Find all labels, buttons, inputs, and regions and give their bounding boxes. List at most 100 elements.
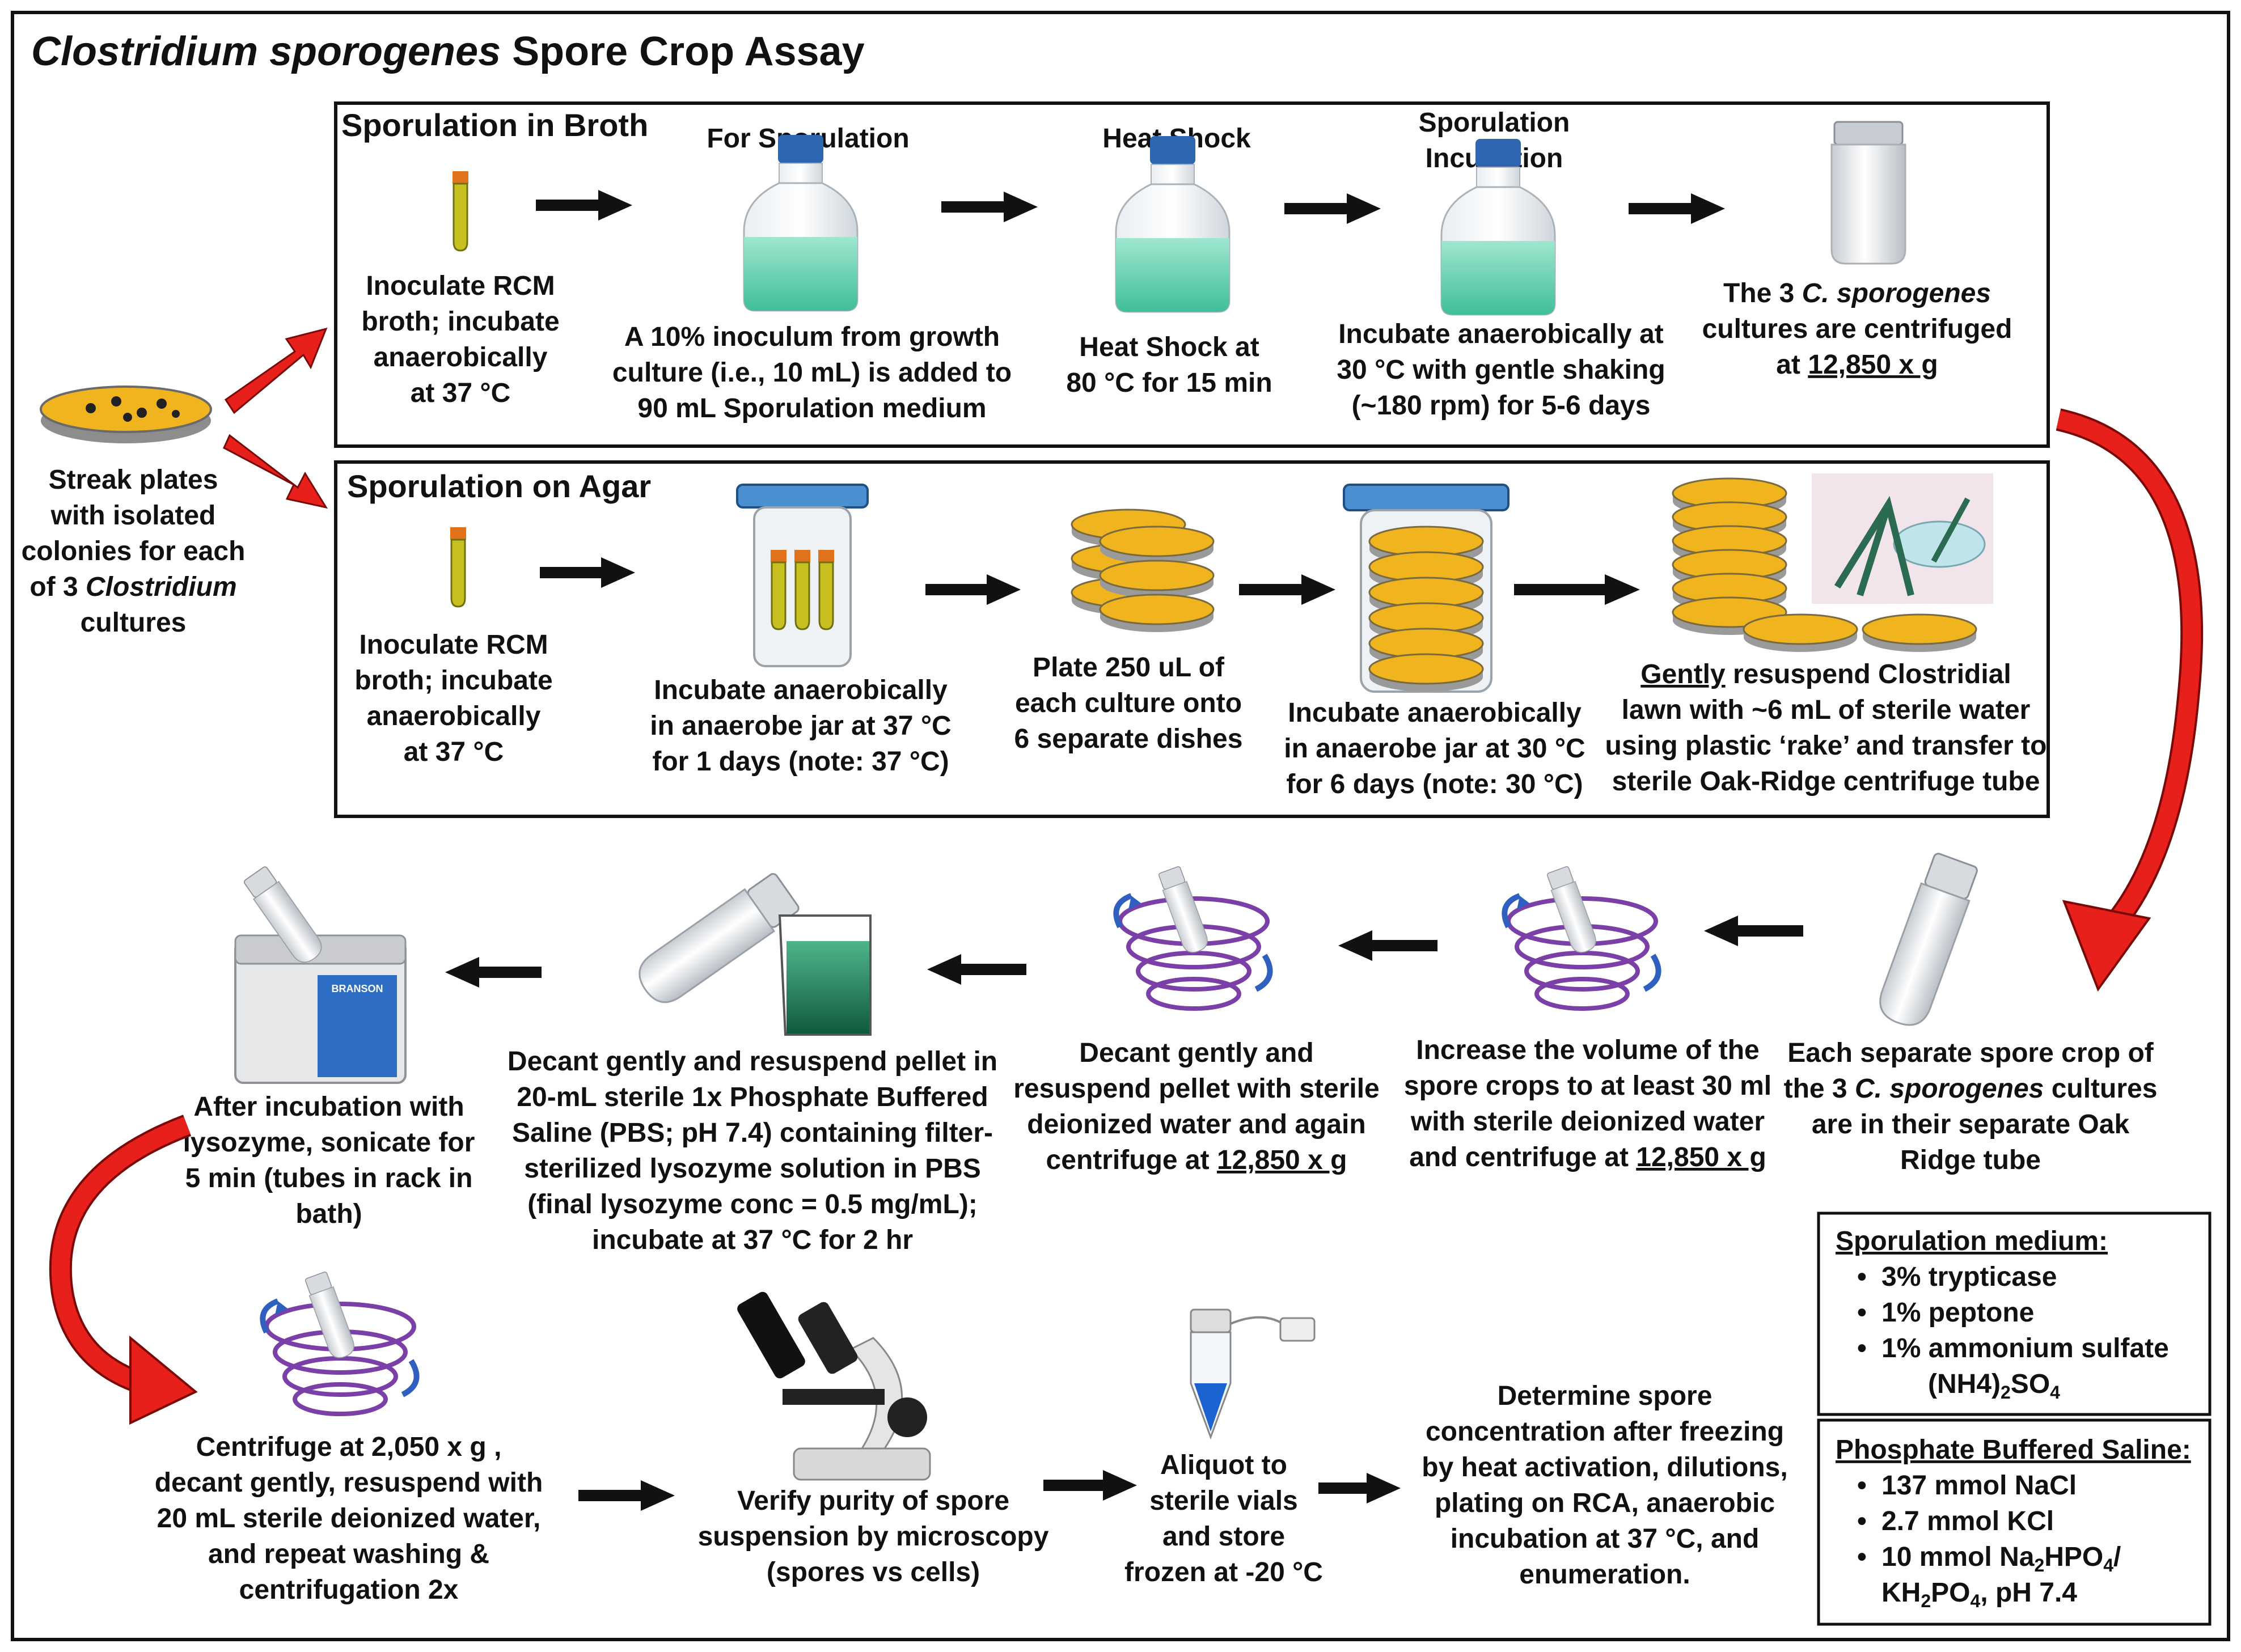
svg-text:in anaerobe jar at 30 °C: in anaerobe jar at 30 °C	[1284, 734, 1585, 764]
svg-text:80 °C for 15 min: 80 °C for 15 min	[1066, 368, 1272, 398]
arrow-head	[927, 954, 961, 985]
broth-step5-text: The 3 C. sporogenes cultures are centrif…	[1702, 278, 2012, 380]
arrow-head	[1605, 574, 1640, 605]
svg-text:incubate at 37 °C for 2 hr: incubate at 37 °C for 2 hr	[592, 1225, 913, 1255]
svg-text:bath): bath)	[295, 1199, 362, 1229]
svg-text:concentration after freezing: concentration after freezing	[1426, 1417, 1784, 1447]
broth-heading: Sporulation in Broth	[341, 107, 648, 143]
sporulation-medium-box	[1817, 1212, 2212, 1416]
microscope-icon	[737, 1291, 931, 1481]
svg-text:each culture onto: each culture onto	[1015, 688, 1242, 718]
svg-text:frozen at -20 °C: frozen at -20 °C	[1124, 1557, 1323, 1587]
svg-text:enumeration.: enumeration.	[1519, 1560, 1690, 1590]
svg-text:decant gently, resuspend with: decant gently, resuspend with	[155, 1468, 543, 1498]
centrifuge-bottle-icon	[1830, 121, 1906, 265]
svg-text:KH2PO4, pH 7.4: KH2PO4, pH 7.4	[1881, 1578, 2077, 1611]
svg-text:(spores vs cells): (spores vs cells)	[767, 1557, 980, 1587]
svg-text:Inoculate RCM: Inoculate RCM	[359, 630, 548, 660]
svg-text:sterilized lysozyme solution i: sterilized lysozyme solution in PBS	[524, 1154, 981, 1184]
svg-text:Incubate anaerobically at: Incubate anaerobically at	[1338, 319, 1664, 349]
red-curved-arrow-right	[2056, 408, 2204, 992]
plastic-rake-icon	[1812, 473, 1993, 604]
broth-step3-text: Heat Shock at 80 °C for 15 min	[1066, 332, 1272, 398]
svg-text:137 mmol NaCl: 137 mmol NaCl	[1881, 1471, 2077, 1501]
increase-volume-text: Increase the volume of the spore crops t…	[1404, 1035, 1771, 1172]
svg-text:Increase the volume of the: Increase the volume of the	[1416, 1035, 1760, 1065]
test-tube-icon	[449, 526, 467, 608]
svg-text:After incubation with: After incubation with	[193, 1092, 464, 1122]
broth-step4-text: Incubate anaerobically at 30 °C with gen…	[1337, 319, 1665, 421]
svg-text:5 min (tubes in rack in: 5 min (tubes in rack in	[185, 1163, 473, 1193]
svg-text:lawn with ~6 mL of sterile wat: lawn with ~6 mL of sterile water	[1622, 695, 2031, 725]
streak-plate	[40, 386, 212, 443]
anaerobe-jar-dishes-icon	[1343, 484, 1509, 693]
svg-text:Incubate anaerobically: Incubate anaerobically	[654, 675, 948, 705]
pbs-list: Phosphate Buffered Saline: •137 mmol NaC…	[1836, 1435, 2191, 1611]
svg-text:(NH4)2SO4: (NH4)2SO4	[1928, 1369, 2060, 1403]
svg-text:Each separate spore crop of: Each separate spore crop of	[1787, 1038, 2154, 1068]
svg-text:(~180 rpm) for 5-6 days: (~180 rpm) for 5-6 days	[1352, 391, 1651, 421]
centrifuge-wash-text: Centrifuge at 2,050 x g , decant gently,…	[155, 1432, 543, 1605]
svg-text:20 mL sterile deionized water,: 20 mL sterile deionized water,	[157, 1503, 541, 1534]
oak-ridge-text: Each separate spore crop of the 3 C. spo…	[1784, 1038, 2158, 1175]
svg-text:3% trypticase: 3% trypticase	[1881, 1262, 2057, 1292]
svg-text:spore crops to at least 30 ml: spore crops to at least 30 ml	[1404, 1071, 1771, 1101]
svg-text:Saline (PBS; pH 7.4) containin: Saline (PBS; pH 7.4) containing filter-	[512, 1118, 993, 1148]
svg-text:Heat Shock at: Heat Shock at	[1079, 332, 1259, 362]
arrow-head	[641, 1480, 675, 1511]
svg-text:sterile Oak-Ridge centrifuge t: sterile Oak-Ridge centrifuge tube	[1612, 766, 2040, 797]
svg-text:Aliquot to: Aliquot to	[1160, 1450, 1287, 1480]
sonicate-text: After incubation with lysozyme, sonicate…	[183, 1092, 475, 1229]
arrow-head	[987, 574, 1021, 605]
svg-text:at 37 °C: at 37 °C	[411, 378, 511, 408]
svg-text:•: •	[1857, 1471, 1867, 1501]
oak-ridge-tube-icon	[1872, 850, 1982, 1032]
svg-text:deionized water and again: deionized water and again	[1027, 1109, 1365, 1140]
red-curved-arrow-left	[49, 1115, 198, 1425]
svg-text:30 °C with gentle shaking: 30 °C with gentle shaking	[1337, 355, 1665, 385]
svg-text:cultures are centrifuged: cultures are centrifuged	[1702, 314, 2012, 344]
broth-step1-text: Inoculate RCM broth; incubate anaerobica…	[361, 271, 559, 408]
svg-text:anaerobically: anaerobically	[374, 342, 548, 372]
svg-text:A 10% inoculum from growth: A 10% inoculum from growth	[624, 322, 1000, 352]
agar-step3-text: Plate 250 uL of each culture onto 6 sepa…	[1014, 653, 1243, 754]
svg-text:Centrifuge at 2,050 x g ,: Centrifuge at 2,050 x g ,	[196, 1432, 502, 1462]
svg-text:Ridge tube: Ridge tube	[1900, 1145, 2041, 1175]
arrow-head	[1103, 1470, 1137, 1501]
svg-text:broth; incubate: broth; incubate	[354, 666, 552, 696]
svg-text:for 6 days (note: 30 °C): for 6 days (note: 30 °C)	[1286, 769, 1583, 799]
svg-text:10 mmol Na2HPO4/: 10 mmol Na2HPO4/	[1881, 1542, 2121, 1575]
svg-text:Gently resuspend Clostridial: Gently resuspend Clostridial	[1640, 659, 2011, 689]
svg-text:incubation at 37 °C, and: incubation at 37 °C, and	[1451, 1524, 1760, 1554]
svg-text:2.7 mmol KCl: 2.7 mmol KCl	[1881, 1506, 2054, 1536]
agar-step5-text: Gently resuspend Clostridial lawn with ~…	[1605, 659, 2047, 797]
sonicator-bath-icon: BRANSON	[234, 864, 407, 1084]
svg-text:suspension by microscopy: suspension by microscopy	[698, 1522, 1049, 1552]
svg-text:centrifuge at 12,850 x g: centrifuge at 12,850 x g	[1046, 1145, 1347, 1175]
svg-text:and centrifuge at 12,850 x g: and centrifuge at 12,850 x g	[1409, 1142, 1766, 1172]
svg-text:Verify purity of spore: Verify purity of spore	[737, 1486, 1009, 1516]
svg-text:1% ammonium sulfate: 1% ammonium sulfate	[1881, 1333, 2169, 1363]
svg-text:at 37 °C: at 37 °C	[404, 737, 504, 767]
red-arrow-to-broth	[224, 327, 328, 414]
svg-text:with isolated: with isolated	[50, 501, 216, 531]
page-title: Clostridium sporogenes Spore Crop Assay	[31, 29, 865, 74]
svg-text:by heat activation, dilutions,: by heat activation, dilutions,	[1422, 1452, 1787, 1482]
aliquot-text: Aliquot to sterile vials and store froze…	[1124, 1450, 1323, 1587]
agar-step4-text: Incubate anaerobically in anaerobe jar a…	[1284, 698, 1585, 799]
arrow-head	[1704, 916, 1738, 946]
agar-panel	[334, 460, 2050, 818]
test-tube-icon	[451, 170, 470, 252]
media-bottle-icon	[1115, 135, 1231, 313]
svg-text:•: •	[1857, 1506, 1867, 1536]
svg-text:the 3 C. sporogenes cultures: the 3 C. sporogenes cultures	[1784, 1074, 2158, 1104]
svg-text:•: •	[1857, 1333, 1867, 1363]
determine-concentration-text: Determine spore concentration after free…	[1422, 1381, 1787, 1590]
svg-text:Determine spore: Determine spore	[1498, 1381, 1713, 1411]
broth-step2-text: A 10% inoculum from growth culture (i.e.…	[612, 322, 1012, 423]
arrow-head	[445, 957, 479, 988]
media-bottle-icon	[743, 134, 859, 312]
centrifuge-swirl-icon	[1504, 865, 1658, 1009]
microscopy-text: Verify purity of spore suspension by mic…	[698, 1486, 1049, 1587]
